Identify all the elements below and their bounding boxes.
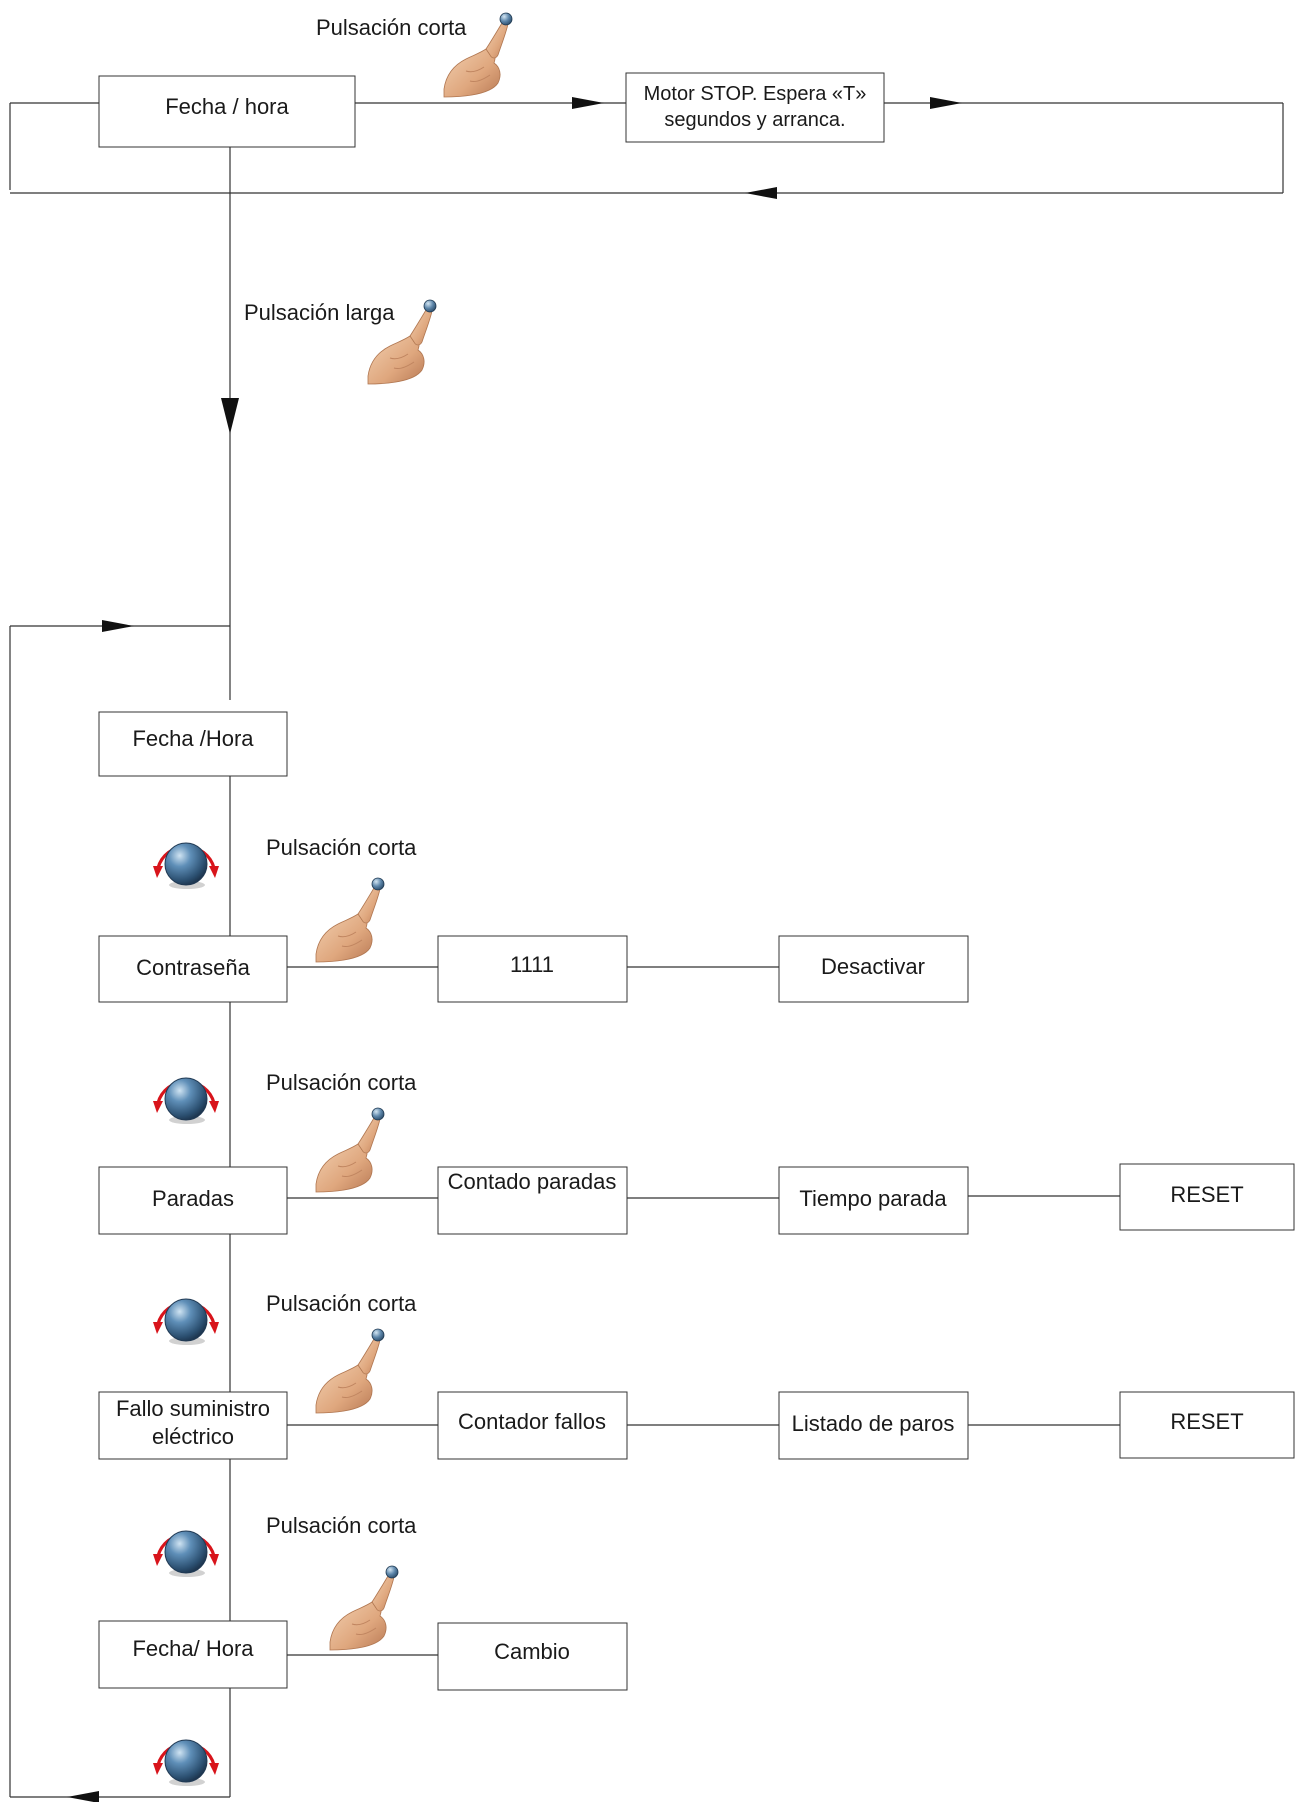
short-press-label: Pulsación corta bbox=[266, 835, 417, 860]
tiempo-parada-box: Tiempo parada bbox=[778, 1166, 969, 1235]
svg-text:eléctrico: eléctrico bbox=[152, 1424, 234, 1449]
svg-text:Contraseña: Contraseña bbox=[136, 955, 251, 980]
long-press-label: Pulsación larga bbox=[244, 300, 395, 325]
fallo-suministro-box: Fallo suministro eléctrico bbox=[98, 1391, 288, 1460]
arrow-left-icon bbox=[67, 1791, 99, 1802]
short-press-label: Pulsación corta bbox=[266, 1070, 417, 1095]
svg-text:RESET: RESET bbox=[1170, 1182, 1243, 1207]
contador-fallos-box: Contador fallos bbox=[437, 1391, 628, 1460]
svg-text:Listado de paros: Listado de paros bbox=[792, 1411, 955, 1436]
svg-text:Fecha /Hora: Fecha /Hora bbox=[132, 726, 254, 751]
code-1111-box: 1111 bbox=[437, 935, 628, 1003]
arrow-left-icon bbox=[745, 187, 777, 199]
svg-text:Fallo suministro: Fallo suministro bbox=[116, 1396, 270, 1421]
rotary-knob-icon bbox=[151, 1738, 221, 1788]
svg-text:RESET: RESET bbox=[1170, 1409, 1243, 1434]
svg-text:Paradas: Paradas bbox=[152, 1186, 234, 1211]
svg-text:Fecha / hora: Fecha / hora bbox=[165, 94, 289, 119]
fallo-reset-box: RESET bbox=[1119, 1391, 1295, 1459]
fecha-hora-2-box: Fecha/ Hora bbox=[98, 1620, 288, 1689]
rotary-knob-icon bbox=[151, 1076, 221, 1126]
finger-press-icon bbox=[315, 1107, 385, 1193]
rotary-knob-icon bbox=[151, 1297, 221, 1347]
svg-text:1111: 1111 bbox=[510, 952, 554, 977]
svg-text:Contado paradas: Contado paradas bbox=[448, 1169, 617, 1194]
arrow-right-icon bbox=[930, 97, 962, 109]
svg-text:Desactivar: Desactivar bbox=[821, 954, 925, 979]
contrasena-box: Contraseña bbox=[98, 935, 288, 1003]
rotary-knob-icon bbox=[151, 841, 221, 891]
finger-press-icon bbox=[315, 1328, 385, 1414]
finger-press-icon bbox=[329, 1565, 399, 1651]
arrow-down-icon bbox=[221, 398, 239, 434]
svg-text:segundos y arranca.: segundos y arranca. bbox=[664, 109, 845, 131]
contado-paradas-box: Contado paradas bbox=[437, 1166, 628, 1235]
arrow-right-icon bbox=[102, 620, 134, 632]
arrow-right-icon bbox=[572, 97, 604, 109]
finger-press-icon bbox=[315, 877, 385, 963]
desactivar-box: Desactivar bbox=[778, 935, 969, 1003]
svg-text:Contador fallos: Contador fallos bbox=[458, 1409, 606, 1434]
fecha-hora-box: Fecha / hora bbox=[98, 75, 356, 148]
rotary-knob-icon bbox=[151, 1529, 221, 1579]
paradas-reset-box: RESET bbox=[1119, 1163, 1295, 1231]
short-press-label: Pulsación corta bbox=[316, 15, 467, 40]
svg-text:Tiempo parada: Tiempo parada bbox=[799, 1186, 947, 1211]
svg-text:Cambio: Cambio bbox=[494, 1639, 570, 1664]
svg-text:Motor STOP. Espera «T»: Motor STOP. Espera «T» bbox=[644, 83, 867, 105]
listado-paros-box: Listado de paros bbox=[778, 1391, 969, 1460]
paradas-box: Paradas bbox=[98, 1166, 288, 1235]
menu-fecha-hora-box: Fecha /Hora bbox=[98, 711, 288, 777]
cambio-box: Cambio bbox=[437, 1622, 628, 1691]
motor-stop-box: Motor STOP. Espera «T» segundos y arranc… bbox=[625, 72, 885, 143]
short-press-label: Pulsación corta bbox=[266, 1291, 417, 1316]
svg-text:Fecha/ Hora: Fecha/ Hora bbox=[132, 1636, 254, 1661]
short-press-label: Pulsación corta bbox=[266, 1513, 417, 1538]
